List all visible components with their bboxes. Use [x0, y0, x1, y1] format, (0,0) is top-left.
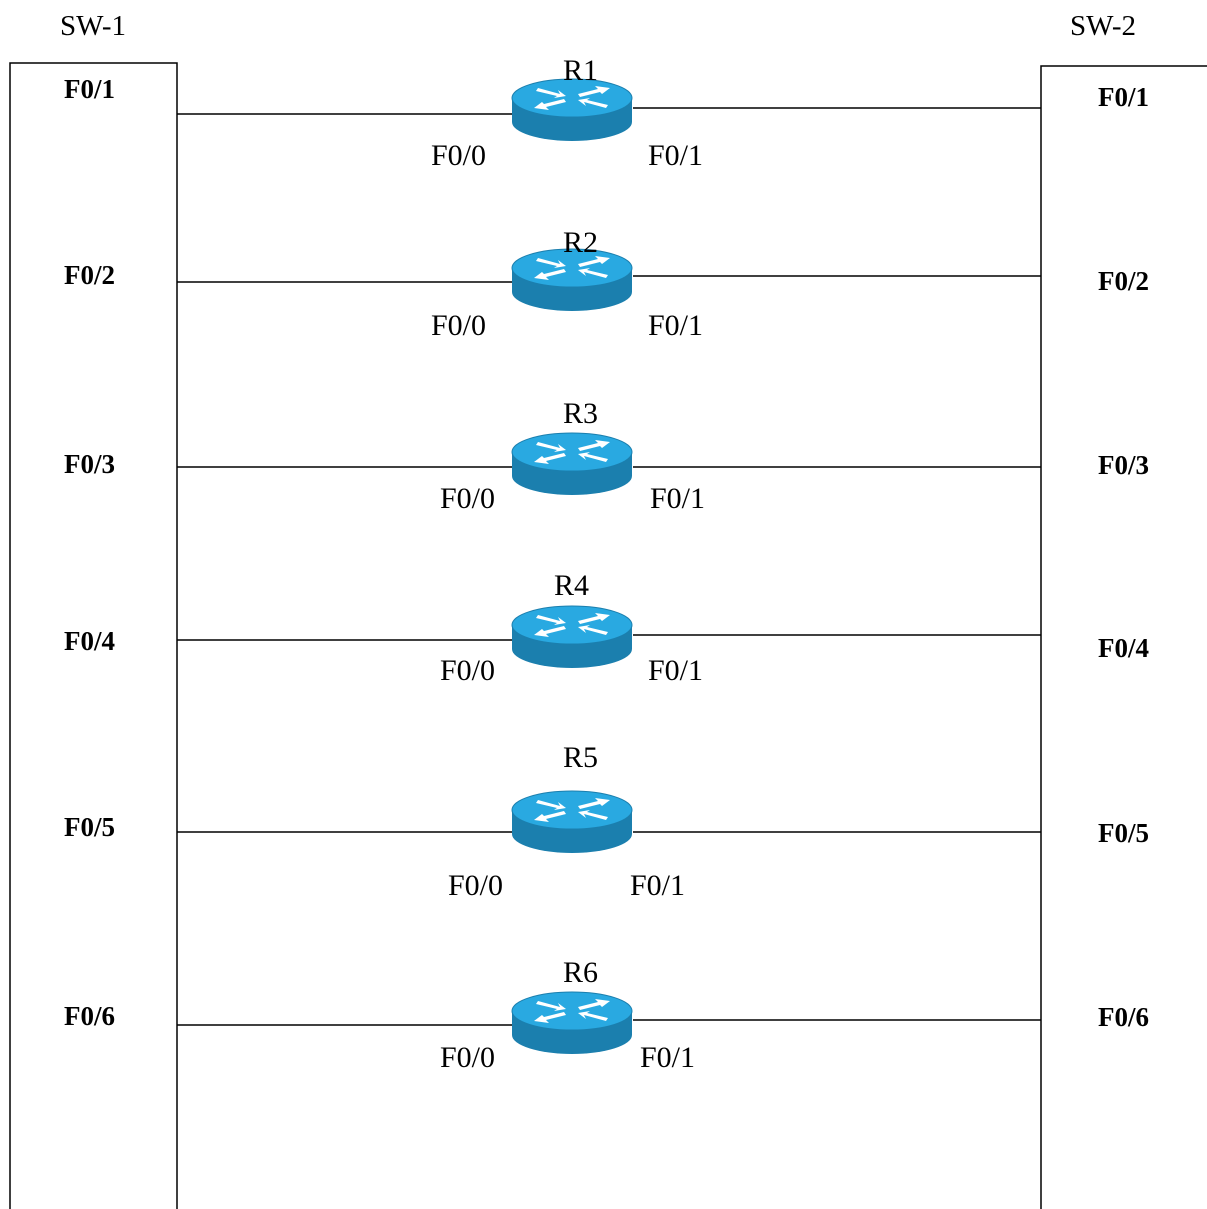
router-left-iface: F0/0: [440, 1041, 495, 1074]
router-arrow: [578, 810, 608, 820]
router-top: [511, 790, 633, 830]
router-name: R6: [563, 956, 598, 989]
sw-1-port-label: F0/6: [64, 1001, 115, 1031]
switch-sw-1-label: SW-1: [60, 10, 126, 42]
sw-1-port-label: F0/4: [64, 626, 115, 656]
sw-1-port-label: F0/5: [64, 812, 115, 842]
router-left-iface: F0/0: [431, 139, 486, 172]
router-icon: [511, 432, 633, 495]
router-top: [511, 605, 633, 645]
router-r1: R1 F0/0 F0/1: [431, 54, 703, 172]
router-arrow: [578, 999, 610, 1010]
router-arrow: [534, 811, 566, 822]
router-arrow: [534, 1012, 566, 1023]
switch-sw-2: SW-2: [1040, 10, 1207, 1209]
router-left-iface: F0/0: [448, 869, 503, 902]
router-name: R2: [563, 226, 598, 259]
router-r2: R2 F0/0 F0/1: [431, 226, 703, 342]
sw-2-port-label: F0/6: [1098, 1002, 1149, 1032]
router-arrow: [536, 615, 566, 625]
router-name: R4: [554, 569, 589, 602]
router-arrow: [534, 453, 566, 464]
router-arrow: [578, 268, 608, 278]
sw-2-port-labels: F0/1 F0/2 F0/3 F0/4 F0/5 F0/6: [1098, 82, 1149, 1032]
router-arrow: [534, 626, 566, 637]
router-right-iface: F0/1: [648, 139, 703, 172]
sw-2-port-label: F0/5: [1098, 818, 1149, 848]
router-icon: [511, 78, 633, 141]
router-left-iface: F0/0: [440, 654, 495, 687]
router-top: [511, 432, 633, 472]
router-arrow: [578, 452, 608, 462]
router-arrow: [536, 258, 566, 268]
router-arrow: [536, 800, 566, 810]
router-name: R1: [563, 54, 598, 87]
router-icon: [511, 605, 633, 668]
router-r5: R5 F0/0 F0/1: [448, 741, 685, 902]
router-r6: R6 F0/0 F0/1: [440, 956, 695, 1074]
router-arrow: [536, 442, 566, 452]
router-arrow: [578, 440, 610, 451]
router-right-iface: F0/1: [650, 482, 705, 515]
switch-sw-2-label: SW-2: [1070, 10, 1136, 42]
sw-1-port-label: F0/1: [64, 74, 115, 104]
switch-sw-1-box: [9, 62, 178, 1209]
router-arrow: [534, 269, 566, 280]
sw-1-port-labels: F0/1 F0/2 F0/3 F0/4 F0/5 F0/6: [64, 74, 115, 1031]
router-name: R5: [563, 741, 598, 774]
router-icon: [511, 991, 633, 1054]
router-arrow: [578, 625, 608, 635]
sw-1-port-label: F0/3: [64, 449, 115, 479]
switch-sw-1: SW-1: [9, 10, 178, 1209]
router-arrow: [578, 613, 610, 624]
router-right-iface: F0/1: [630, 869, 685, 902]
sw-2-port-label: F0/2: [1098, 266, 1149, 296]
router-name: R3: [563, 397, 598, 430]
sw-2-port-label: F0/1: [1098, 82, 1149, 112]
router-arrow: [578, 256, 610, 267]
router-arrow: [536, 1001, 566, 1011]
router-top: [511, 991, 633, 1031]
router-left-iface: F0/0: [431, 309, 486, 342]
router-right-iface: F0/1: [648, 309, 703, 342]
links: [177, 107, 1041, 1026]
router-left-iface: F0/0: [440, 482, 495, 515]
router-right-iface: F0/1: [640, 1041, 695, 1074]
router-icon: [511, 790, 633, 853]
router-arrow: [578, 1011, 608, 1021]
routers: R1 F0/0 F0/1 R2 F0/0 F0/1 R3 F0/0 F0/1 R…: [431, 54, 705, 1074]
router-arrow: [536, 88, 566, 98]
switch-sw-2-box: [1040, 65, 1207, 1209]
router-icon: [511, 248, 633, 311]
router-arrow: [578, 798, 610, 809]
router-right-iface: F0/1: [648, 654, 703, 687]
sw-2-port-label: F0/3: [1098, 450, 1149, 480]
router-r4: R4 F0/0 F0/1: [440, 569, 703, 687]
sw-1-port-label: F0/2: [64, 260, 115, 290]
router-arrow: [534, 99, 566, 110]
sw-2-port-label: F0/4: [1098, 633, 1149, 663]
router-arrow: [578, 86, 610, 97]
router-arrow: [578, 98, 608, 108]
router-r3: R3 F0/0 F0/1: [440, 397, 705, 515]
